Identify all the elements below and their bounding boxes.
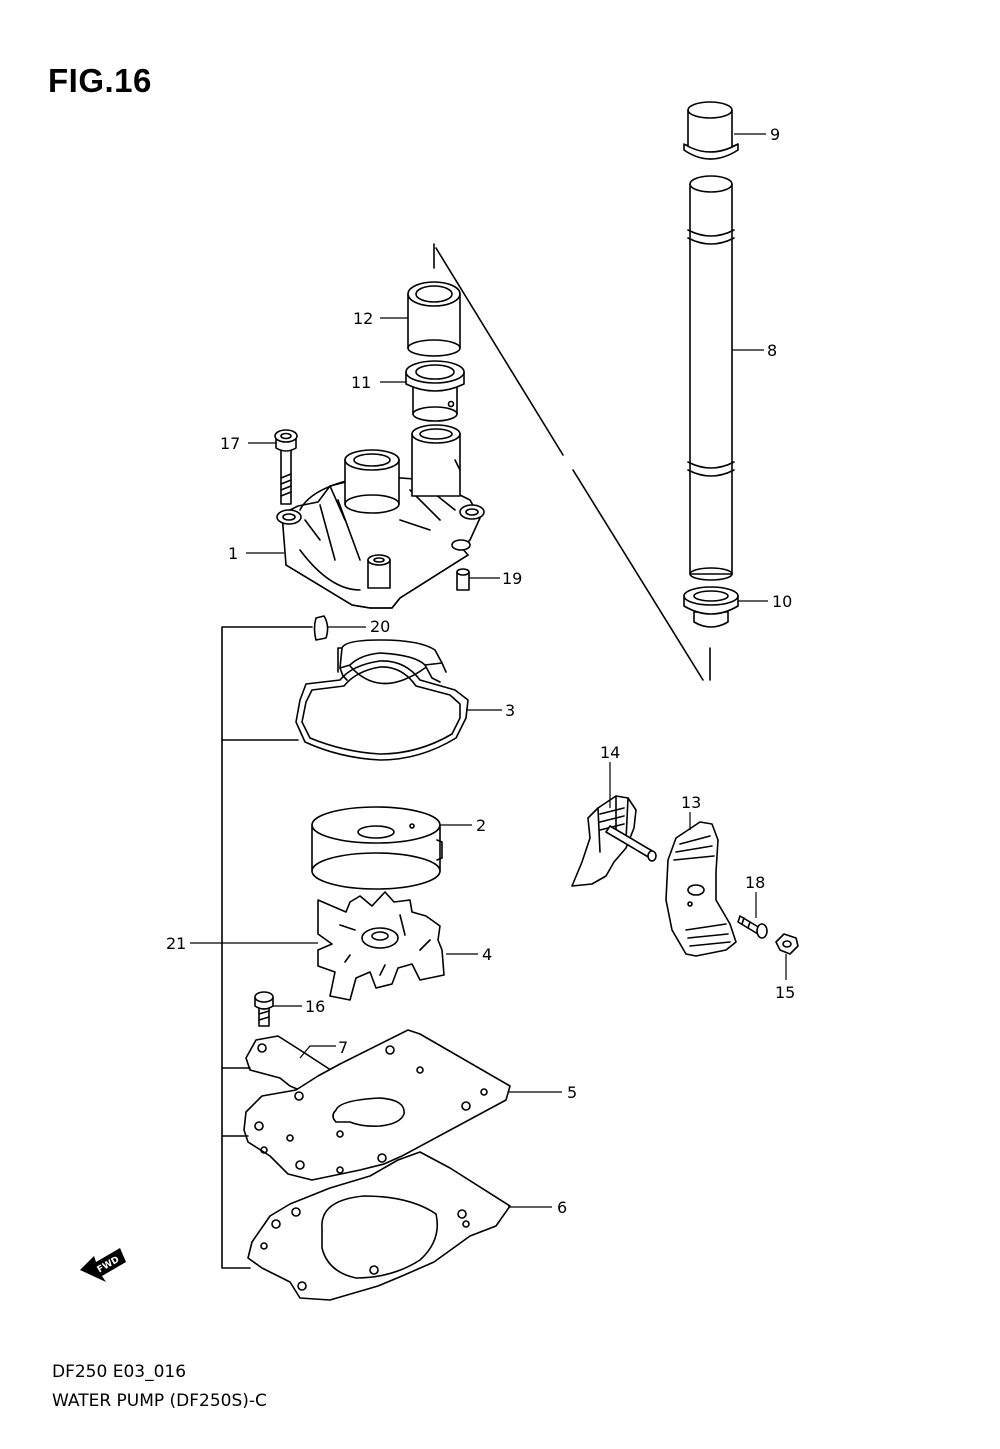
callout-7: 7: [338, 1038, 348, 1057]
diagram-code: DF250 E03_016: [52, 1362, 187, 1382]
callout-18: 18: [745, 873, 765, 892]
callout-6: 6: [557, 1198, 567, 1217]
part-12-bushing[interactable]: [407, 281, 461, 357]
diagram-caption: WATER PUMP (DF250S)-C: [52, 1391, 267, 1411]
part-21-bracket-line: [221, 626, 313, 1269]
part-8-water-tube[interactable]: [687, 175, 735, 581]
callout-4: 4: [482, 945, 492, 964]
part-2-impeller-housing[interactable]: [311, 806, 443, 890]
part-5-plate-gasket[interactable]: [243, 1029, 511, 1181]
callout-2: 2: [476, 816, 486, 835]
callout-5: 5: [567, 1083, 577, 1102]
part-16-bolt[interactable]: [254, 991, 274, 1027]
callout-15: 15: [775, 983, 795, 1002]
callout-12: 12: [353, 309, 373, 328]
part-14-handle[interactable]: [571, 795, 657, 887]
callout-9: 9: [770, 125, 780, 144]
part-3-liner-gasket[interactable]: [295, 639, 469, 761]
callout-20: 20: [370, 617, 390, 636]
callout-16: 16: [305, 997, 325, 1016]
figure-title: FIG.16: [48, 62, 152, 99]
part-10-grommet[interactable]: [683, 586, 739, 628]
part-18-screw[interactable]: [737, 915, 768, 939]
part-17-bolt[interactable]: [274, 429, 298, 505]
part-4-impeller[interactable]: [317, 891, 445, 1001]
callout-3: 3: [505, 701, 515, 720]
part-20-key[interactable]: [313, 615, 329, 641]
callout-17: 17: [220, 434, 240, 453]
part-15-nut[interactable]: [775, 933, 799, 955]
callout-21: 21: [166, 934, 186, 953]
part-1-pump-case[interactable]: [276, 424, 485, 609]
callout-13: 13: [681, 793, 701, 812]
callout-19: 19: [502, 569, 522, 588]
callout-8: 8: [767, 341, 777, 360]
part-9-cap[interactable]: [683, 101, 739, 160]
part-6-base-gasket[interactable]: [247, 1151, 511, 1301]
callout-numbers: 9 8 10 12 11 17 1 19 20 3 2 4 21 16 7 5 …: [166, 125, 795, 1217]
callout-14: 14: [600, 743, 620, 762]
part-11-seal[interactable]: [405, 360, 465, 422]
callout-1: 1: [228, 544, 238, 563]
callout-10: 10: [772, 592, 792, 611]
part-13-cover[interactable]: [665, 821, 737, 957]
part-19-dowel-pin[interactable]: [456, 568, 470, 591]
callout-11: 11: [351, 373, 371, 392]
diagonal-reference-line: [433, 243, 711, 681]
forward-direction-arrow-icon: FWD: [80, 1248, 126, 1282]
leader-lines: [190, 133, 787, 1208]
